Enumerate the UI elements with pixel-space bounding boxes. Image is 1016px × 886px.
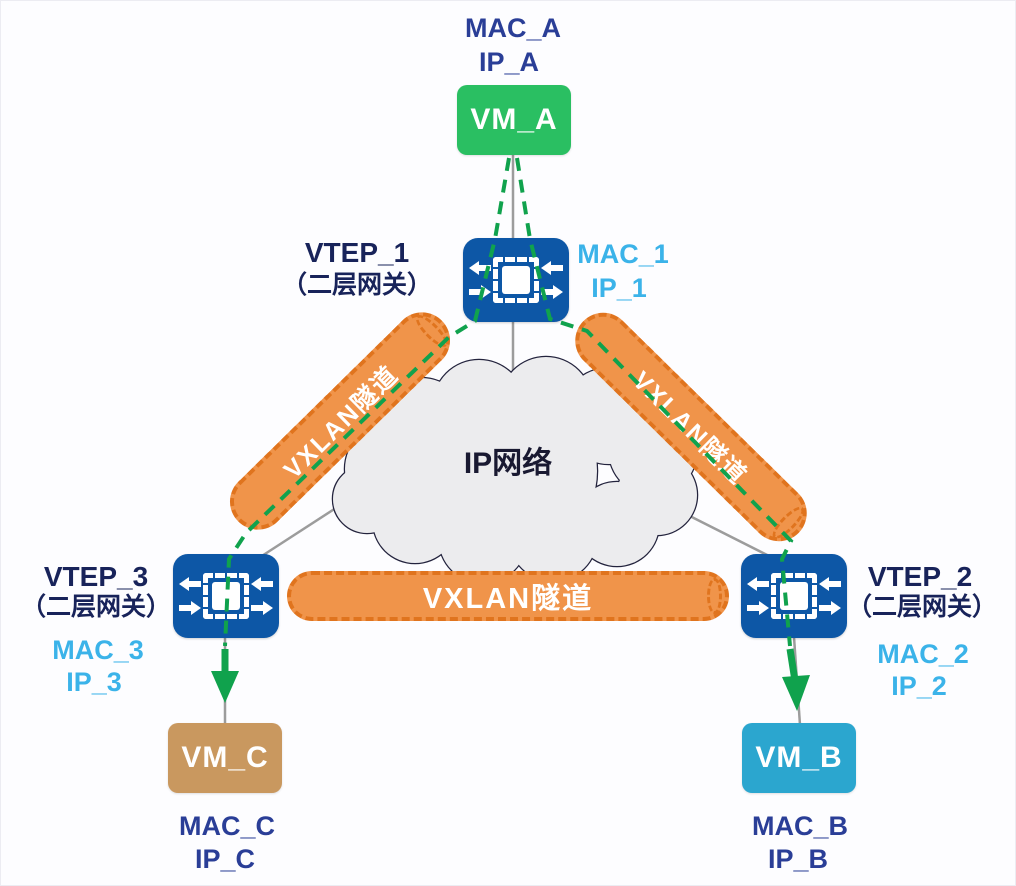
vtep-1-mac-label: MAC_1: [577, 239, 669, 269]
tunnel-endcap-icon: [411, 310, 452, 352]
vtep-1-ip-label: IP_1: [591, 273, 647, 303]
ip-network-label: IP网络: [463, 447, 553, 480]
vm-a-ip-label: IP_A: [478, 47, 540, 77]
vm-b-node: VM_B: [742, 723, 856, 793]
vm-a-label: VM_A: [470, 103, 558, 136]
vtep-1-switch-icon: [463, 238, 569, 322]
vxlan-tunnel-bottom: VXLAN隧道: [287, 571, 729, 621]
vm-c-mac-label: MAC_C: [178, 811, 276, 841]
vm-a-node: VM_A: [457, 85, 571, 155]
arrow-left-icon: [819, 577, 841, 591]
arrow-right-icon: [819, 601, 841, 615]
vxlan-tunnel-right: VXLAN隧道: [563, 301, 819, 553]
vtep-3-role-label: （二层网关）: [20, 593, 172, 621]
arrow-left-icon: [251, 577, 273, 591]
vtep-2-switch-icon: [741, 554, 847, 638]
vtep-2-role-label: （二层网关）: [846, 593, 998, 621]
vtep-1-name-label: VTEP_1: [304, 237, 410, 268]
vtep-3-ip-label: IP_3: [66, 667, 122, 697]
arrow-left-icon: [747, 577, 769, 591]
vtep-2-mac-label: MAC_2: [877, 639, 969, 669]
vtep-1-role-label: （二层网关）: [281, 271, 433, 299]
chip-icon: [203, 573, 249, 619]
vxlan-tunnel-left: VXLAN隧道: [218, 300, 462, 542]
vm-b-mac-label: MAC_B: [751, 811, 849, 841]
arrow-right-icon: [541, 285, 563, 299]
vm-b-ip-label: IP_B: [767, 844, 829, 874]
chip-icon: [493, 257, 539, 303]
arrow-right-icon: [747, 601, 769, 615]
arrow-left-icon: [469, 261, 491, 275]
chip-icon: [771, 573, 817, 619]
vm-c-ip-label: IP_C: [194, 844, 256, 874]
vtep-3-name-label: VTEP_3: [43, 561, 149, 592]
vm-c-node: VM_C: [168, 723, 282, 793]
arrow-right-icon: [469, 285, 491, 299]
vm-c-label: VM_C: [181, 741, 269, 774]
arrow-right-icon: [251, 601, 273, 615]
vtep-2-name-label: VTEP_2: [867, 561, 973, 592]
arrow-right-icon: [179, 601, 201, 615]
vtep-2-ip-label: IP_2: [891, 671, 947, 701]
vm-a-mac-label: MAC_A: [464, 13, 562, 43]
vxlan-tunnel-left-label: VXLAN隧道: [278, 360, 405, 485]
vm-b-label: VM_B: [755, 741, 843, 774]
vxlan-tunnel-bottom-label: VXLAN隧道: [422, 583, 594, 615]
vtep-3-mac-label: MAC_3: [52, 635, 144, 665]
vtep-3-switch-icon: [173, 554, 279, 638]
vxlan-tunnel-right-label: VXLAN隧道: [626, 366, 753, 491]
tunnel-endcap-icon: [707, 577, 722, 615]
tunnel-endcap-icon: [768, 502, 809, 543]
arrow-left-icon: [541, 261, 563, 275]
arrow-left-icon: [179, 577, 201, 591]
